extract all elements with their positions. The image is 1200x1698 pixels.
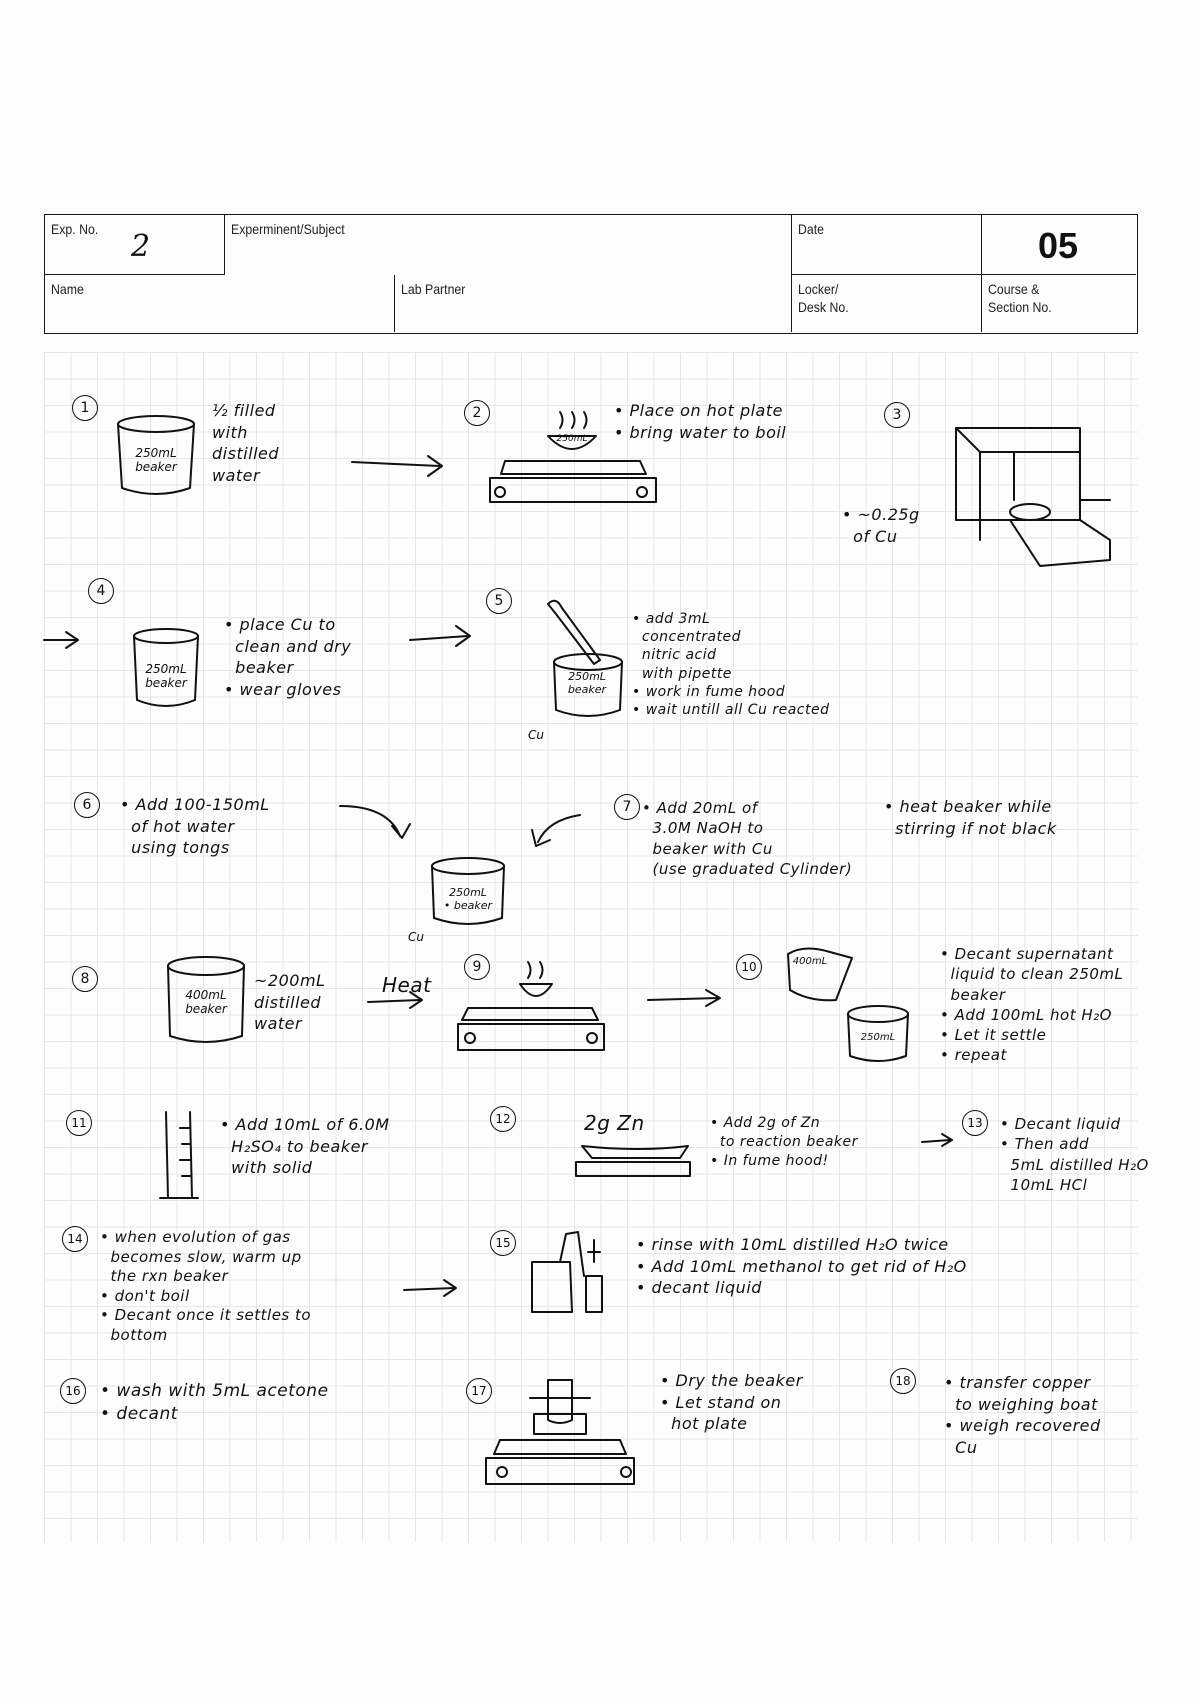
step-7-extra-note: • heat beaker while stirring if not blac… <box>884 797 1057 838</box>
course-cell: Course & Section No. <box>982 275 1136 332</box>
experiment-cell: Experminent/Subject <box>225 215 792 275</box>
notebook-header-form: Exp. No. 2 Experminent/Subject Date 05 N… <box>44 214 1138 334</box>
step-number-17: 17 <box>466 1378 492 1404</box>
zn-label: 2g Zn <box>584 1111 645 1135</box>
step-10-note: • Decant supernatant liquid to clean 250… <box>940 945 1124 1065</box>
step-number-3: 3 <box>884 402 910 428</box>
beaker-label-1: 250mL beaker <box>135 446 177 475</box>
beaker-sketch-4 <box>133 628 199 707</box>
wash-bottle-sketch-15 <box>531 1231 603 1313</box>
balance-sketch-3 <box>955 427 1111 567</box>
beaker-label-2: 250mL <box>556 434 588 444</box>
step-number-7: 7 <box>614 794 640 820</box>
beaker-sketch-8 <box>167 956 245 1043</box>
page-number-cell: 05 <box>982 215 1136 275</box>
step-11-note: • Add 10mL of 6.0M H₂SO₄ to beaker with … <box>220 1115 390 1178</box>
name-cell: Name <box>45 275 395 332</box>
step-17-note: • Dry the beaker • Let stand on hot plat… <box>660 1371 803 1434</box>
hotplate-sketch-17 <box>485 1379 635 1485</box>
step-5-note: • add 3mL concentrated nitric acid with … <box>632 611 830 718</box>
course-label: Course & Section No. <box>988 281 1052 315</box>
beaker-label-10b: 250mL <box>860 1032 896 1043</box>
exp-no-label: Exp. No. <box>51 221 99 237</box>
step-6-note: • Add 100-150mL of hot water using tongs <box>120 795 270 858</box>
date-cell: Date <box>792 215 982 275</box>
weighing-boat-sketch-12 <box>575 1145 691 1177</box>
step-number-6: 6 <box>74 792 100 818</box>
arrow-9-10 <box>647 989 721 1007</box>
exp-no-cell: Exp. No. 2 <box>45 215 225 275</box>
exp-no-value: 2 <box>131 229 151 264</box>
lab-partner-cell: Lab Partner <box>395 275 792 332</box>
step-8-note: ~200mL distilled water <box>254 971 326 1034</box>
step-number-9: 9 <box>464 954 490 980</box>
step-number-14: 14 <box>62 1226 88 1252</box>
arrow-12-13 <box>921 1133 953 1147</box>
step-12-note: • Add 2g of Zn to reaction beaker • In f… <box>710 1115 858 1169</box>
date-label: Date <box>798 221 825 237</box>
step-7-note: • Add 20mL of 3.0M NaOH to beaker with C… <box>642 799 853 878</box>
step-14-note: • when evolution of gas becomes slow, wa… <box>100 1228 312 1344</box>
arrow-1-2 <box>351 455 443 477</box>
step-number-16: 16 <box>60 1378 86 1404</box>
beaker-label-10a: 400mL <box>792 956 828 967</box>
heat-label: Heat <box>382 973 432 997</box>
hotplate-sketch-2 <box>489 411 657 503</box>
step-13-note: • Decant liquid • Then add 5mL distilled… <box>1000 1115 1149 1194</box>
step-number-15: 15 <box>490 1230 516 1256</box>
step-number-18: 18 <box>890 1368 916 1394</box>
experiment-label: Experminent/Subject <box>231 221 345 237</box>
step-18-note: • transfer copper to weighing boat • wei… <box>944 1373 1101 1457</box>
arrow-4-5 <box>409 625 471 647</box>
arrow-8-9 <box>367 991 423 1009</box>
beaker-sketch-5 <box>547 599 623 717</box>
beaker-label-6: 250mL • beaker <box>443 886 493 913</box>
step-4-note: • place Cu to clean and dry beaker • wea… <box>224 615 352 699</box>
lab-partner-label: Lab Partner <box>401 281 466 297</box>
step-15-note: • rinse with 10mL distilled H₂O twice • … <box>636 1235 967 1298</box>
beaker-sketch-1 <box>117 415 195 495</box>
arrow-7 <box>531 814 581 847</box>
beaker-sketch-10 <box>787 947 909 1062</box>
grid-paper <box>44 352 1138 1542</box>
locker-cell: Locker/ Desk No. <box>792 275 982 332</box>
arrow-4-in <box>43 631 79 649</box>
step-2-note: • Place on hot plate • bring water to bo… <box>614 401 787 442</box>
beaker-sketch-6 <box>431 857 505 925</box>
step-3-note: • ~0.25g of Cu <box>842 505 920 546</box>
locker-label: Locker/ Desk No. <box>798 281 849 315</box>
cu-label-6: Cu <box>408 930 424 944</box>
step-16-note: • wash with 5mL acetone • decant <box>100 1381 329 1424</box>
step-number-13: 13 <box>962 1110 988 1136</box>
step-number-4: 4 <box>88 578 114 604</box>
arrow-14-15 <box>403 1279 457 1297</box>
beaker-label-8: 400mL beaker <box>185 988 227 1017</box>
cu-label-5: Cu <box>528 728 544 742</box>
step-number-2: 2 <box>464 400 490 426</box>
page-number: 05 <box>1038 225 1079 266</box>
name-label: Name <box>51 281 84 297</box>
step-number-10: 10 <box>736 954 762 980</box>
step-1-note: ½ filled with distilled water <box>212 401 280 485</box>
step-number-8: 8 <box>72 966 98 992</box>
arrow-6 <box>339 805 411 839</box>
step-number-5: 5 <box>486 588 512 614</box>
beaker-label-4: 250mL beaker <box>145 662 187 691</box>
beaker-label-5: 250mL beaker <box>567 670 607 697</box>
step-number-11: 11 <box>66 1110 92 1136</box>
step-number-1: 1 <box>72 395 98 421</box>
cylinder-sketch-11 <box>159 1111 199 1199</box>
hotplate-sketch-9 <box>457 961 605 1051</box>
step-number-12: 12 <box>490 1106 516 1132</box>
